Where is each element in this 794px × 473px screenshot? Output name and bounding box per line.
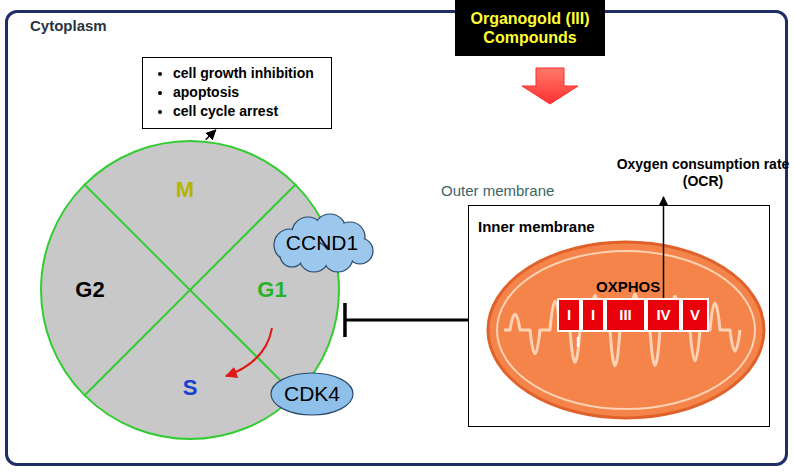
oxphos-label: OXPHOS (596, 278, 660, 295)
bullet-item: cell cycle arrest (173, 102, 325, 121)
complex-box: I (581, 298, 605, 332)
complex-box: V (681, 298, 709, 332)
node-text: CCND1 (286, 230, 358, 255)
connector (345, 303, 468, 337)
bullet-item: apoptosis (173, 83, 325, 102)
cdk4-ellipse: CDK4 (270, 372, 354, 416)
node-text: G2 (75, 277, 104, 302)
node-text: I (591, 306, 595, 324)
node-text: Oxygen consumption rate (OCR) (616, 156, 790, 190)
ccnd1-cloud: CCND1 (268, 215, 376, 271)
node-text: Outer membrane (441, 182, 554, 199)
ocr-label-node: Oxygen consumption rate (OCR) (616, 150, 790, 196)
node-text: IV (656, 306, 670, 324)
node-text: Cytoplasm (30, 17, 107, 34)
complex-box: I (557, 298, 581, 332)
complex-box: III (605, 298, 646, 332)
node-text: Organogold (III) Compounds (461, 9, 599, 47)
node-text: V (690, 306, 700, 324)
complex-label: I (576, 333, 580, 350)
node-text: III (619, 306, 632, 324)
connector (206, 130, 216, 140)
node-text: G1 (257, 277, 286, 302)
connector (522, 68, 578, 104)
node-text: S (183, 375, 198, 400)
mitochondrion: Inner membraneIIIIIIVV (478, 218, 770, 423)
phase-arrow (226, 328, 272, 376)
node-text: I (567, 306, 571, 324)
bullet-item: cell growth inhibition (173, 64, 325, 83)
node-text: Inner membrane (478, 218, 595, 235)
node-text: M (176, 177, 194, 202)
compound-box: Organogold (III) Compounds (455, 0, 605, 56)
cristae (504, 294, 740, 366)
mitochondrion-panel: Outer membraneInner membraneIIIIIIVV (468, 205, 770, 427)
effects-box: cell growth inhibitionapoptosiscell cycl… (142, 57, 332, 129)
complex-box: IV (646, 298, 681, 332)
bullet-list: cell growth inhibitionapoptosiscell cycl… (149, 64, 325, 121)
cell-outline: Cytoplasm Organogold (III) Compounds cell … (5, 10, 788, 466)
node-text: CDK4 (284, 381, 340, 406)
